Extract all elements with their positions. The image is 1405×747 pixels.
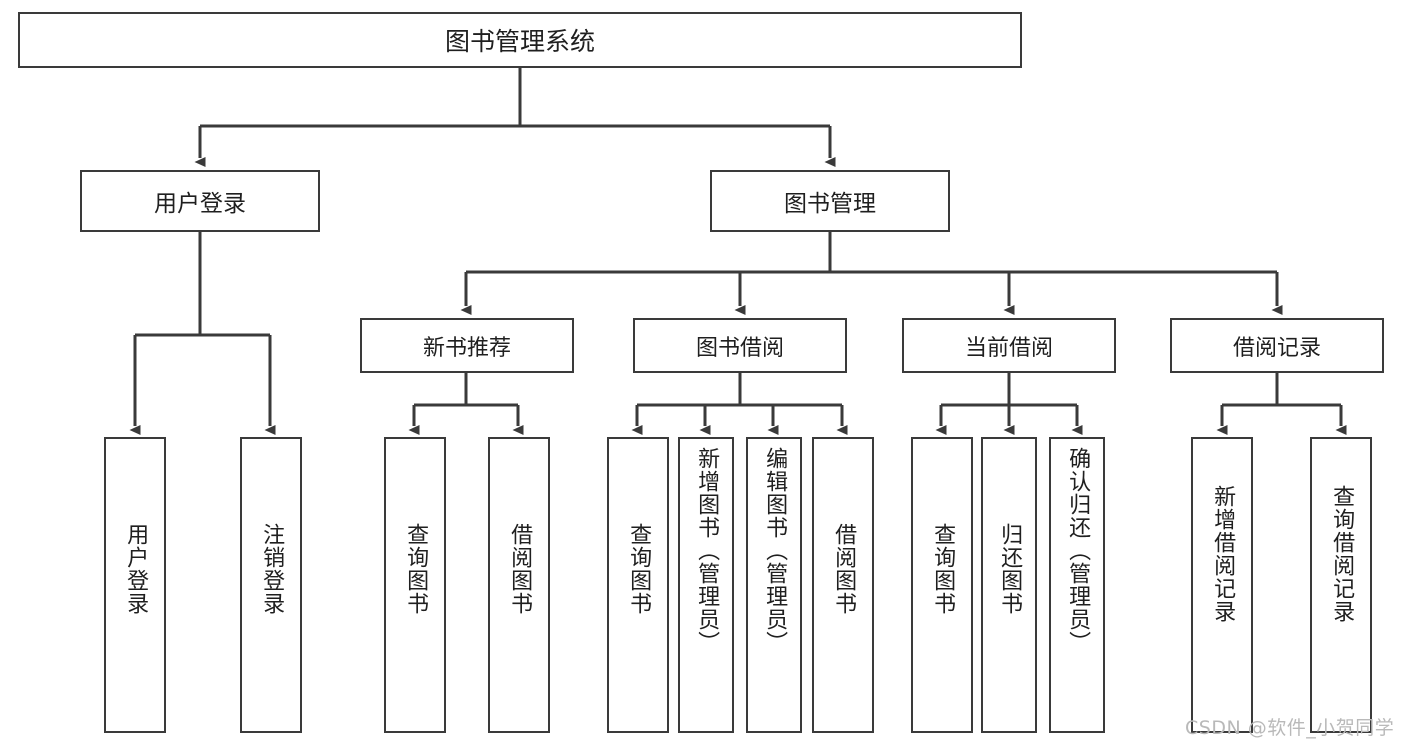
leaf-add-borrow-record-label: 新增借阅记录 [1210, 485, 1236, 623]
leaf-borrow-query-book[interactable]: 查询图书 [607, 437, 669, 733]
leaf-recommend-borrow-book-label: 借阅图书 [507, 523, 533, 615]
node-borrow-record-label: 借阅记录 [1232, 335, 1321, 361]
leaf-borrow-book[interactable]: 借阅图书 [812, 437, 874, 733]
node-book-management-label: 图书管理 [784, 191, 876, 217]
leaf-borrow-query-book-label: 查询图书 [626, 523, 652, 615]
node-root[interactable]: 图书管理系统 [18, 12, 1022, 68]
node-book-management[interactable]: 图书管理 [710, 170, 950, 232]
node-new-book-recommend-label: 新书推荐 [422, 335, 511, 361]
leaf-current-query-book-label: 查询图书 [930, 523, 956, 615]
node-new-book-recommend[interactable]: 新书推荐 [360, 318, 574, 373]
leaf-recommend-borrow-book[interactable]: 借阅图书 [488, 437, 550, 733]
leaf-recommend-query-book[interactable]: 查询图书 [384, 437, 446, 733]
node-current-borrow-label: 当前借阅 [964, 335, 1053, 361]
leaf-edit-book-admin-label: 编辑图书（管理员） [762, 447, 788, 654]
node-user-login-label: 用户登录 [154, 191, 246, 217]
leaf-add-book-admin-label: 新增图书（管理员） [694, 447, 720, 654]
leaf-current-query-book[interactable]: 查询图书 [911, 437, 973, 733]
leaf-query-borrow-record-label: 查询借阅记录 [1329, 485, 1355, 623]
leaf-user-login[interactable]: 用户登录 [104, 437, 166, 733]
node-book-borrow-label: 图书借阅 [695, 335, 784, 361]
leaf-query-borrow-record[interactable]: 查询借阅记录 [1310, 437, 1372, 733]
leaf-confirm-return-admin-label: 确认归还（管理员） [1065, 447, 1091, 654]
node-borrow-record[interactable]: 借阅记录 [1170, 318, 1384, 373]
leaf-confirm-return-admin[interactable]: 确认归还（管理员） [1049, 437, 1105, 733]
node-current-borrow[interactable]: 当前借阅 [902, 318, 1116, 373]
watermark: CSDN @软件_小贺同学 [1185, 717, 1395, 739]
leaf-return-book[interactable]: 归还图书 [981, 437, 1037, 733]
node-user-login[interactable]: 用户登录 [80, 170, 320, 232]
leaf-add-book-admin[interactable]: 新增图书（管理员） [678, 437, 734, 733]
leaf-return-book-label: 归还图书 [997, 523, 1023, 615]
leaf-user-logout[interactable]: 注销登录 [240, 437, 302, 733]
leaf-edit-book-admin[interactable]: 编辑图书（管理员） [746, 437, 802, 733]
leaf-borrow-book-label: 借阅图书 [831, 523, 857, 615]
node-root-label: 图书管理系统 [444, 27, 595, 56]
leaf-user-login-label: 用户登录 [123, 523, 149, 615]
leaf-add-borrow-record[interactable]: 新增借阅记录 [1191, 437, 1253, 733]
leaf-recommend-query-book-label: 查询图书 [403, 523, 429, 615]
node-book-borrow[interactable]: 图书借阅 [633, 318, 847, 373]
leaf-user-logout-label: 注销登录 [259, 523, 285, 615]
